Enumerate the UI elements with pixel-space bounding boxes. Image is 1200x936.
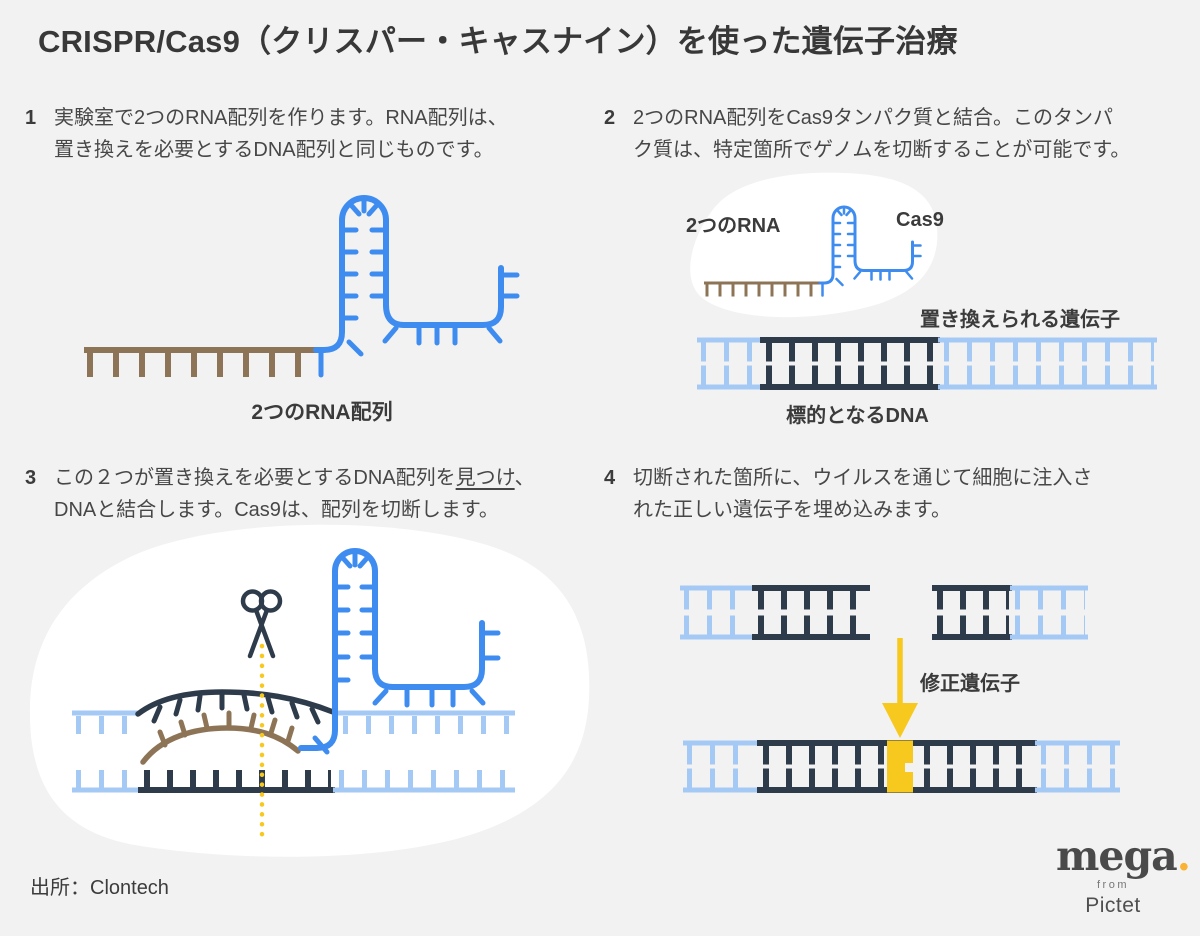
underlined-word: 見つけ bbox=[455, 467, 515, 489]
panel4-arrow-label: 修正遺伝子 bbox=[920, 673, 1020, 695]
step-4: 4 切断された箇所に、ウイルスを通じて細胞に注入さ れた正しい遺伝子を埋め込みま… bbox=[604, 462, 1092, 526]
repaired-dna bbox=[683, 740, 1120, 793]
panel2-rna-label: 2つのRNA bbox=[686, 215, 781, 237]
rna-sequences-diagram bbox=[60, 180, 540, 430]
panel2-gene-label: 置き換えられる遺伝子 bbox=[920, 309, 1120, 331]
step-1: 1 実験室で2つのRNA配列を作ります。RNA配列は、 置き換えを必要とするDN… bbox=[25, 102, 508, 166]
scissors-icon bbox=[240, 589, 283, 659]
step-4-text: 切断された箇所に、ウイルスを通じて細胞に注入さ れた正しい遺伝子を埋め込みます。 bbox=[633, 467, 1093, 521]
logo-from: from bbox=[1097, 879, 1129, 891]
cut-dna-right bbox=[932, 585, 1088, 640]
step-2: 2 2つのRNA配列をCas9タンパク質と結合。このタンパ ク質は、特定箇所でゲ… bbox=[604, 102, 1130, 166]
logo-brand: Pictet bbox=[1085, 894, 1141, 917]
gene-insertion-diagram bbox=[680, 585, 1120, 793]
step-2-text: 2つのRNA配列をCas9タンパク質と結合。このタンパ ク質は、特定箇所でゲノム… bbox=[633, 107, 1131, 161]
dna-strands bbox=[72, 710, 515, 793]
step-2-number: 2 bbox=[604, 107, 616, 129]
panel2-dna-label: 標的となるDNA bbox=[786, 405, 929, 427]
dna-cutting-diagram bbox=[29, 524, 590, 857]
mega-pictet-logo: mega. from Pictet bbox=[1056, 832, 1191, 917]
panel1-caption: 2つのRNA配列 bbox=[251, 401, 393, 424]
step-4-number: 4 bbox=[604, 467, 616, 489]
step-3-number: 3 bbox=[25, 467, 37, 489]
cas9-binding-diagram bbox=[690, 172, 1157, 390]
step-1-text: 実験室で2つのRNA配列を作ります。RNA配列は、 置き換えを必要とするDNA配… bbox=[54, 107, 508, 161]
white-blob bbox=[690, 172, 938, 318]
opened-dna-strand bbox=[135, 689, 336, 725]
page-title: CRISPR/Cas9（クリスパー・キャスナイン）を使った遺伝子治療 bbox=[38, 24, 958, 59]
logo-wordmark: mega. bbox=[1056, 832, 1191, 880]
step-3-text: この２つが置き換えを必要とするDNA配列を見つけ、 DNAと結合します。Cas9… bbox=[54, 467, 535, 521]
cut-dna-left bbox=[680, 585, 870, 640]
target-dna-ladder bbox=[697, 337, 1157, 390]
step-3: 3 この２つが置き換えを必要とするDNA配列を見つけ、 DNAと結合します。Ca… bbox=[25, 462, 535, 526]
rna-hairpin bbox=[298, 548, 501, 755]
step-1-number: 1 bbox=[25, 107, 37, 129]
insert-arrow bbox=[882, 638, 918, 738]
logo-yellow-dot: . bbox=[1176, 832, 1191, 880]
panel2-cas9-label: Cas9 bbox=[896, 209, 944, 231]
source-note: 出所：Clontech bbox=[30, 877, 169, 899]
white-blob bbox=[29, 524, 590, 857]
bound-rna-strand bbox=[140, 710, 301, 765]
